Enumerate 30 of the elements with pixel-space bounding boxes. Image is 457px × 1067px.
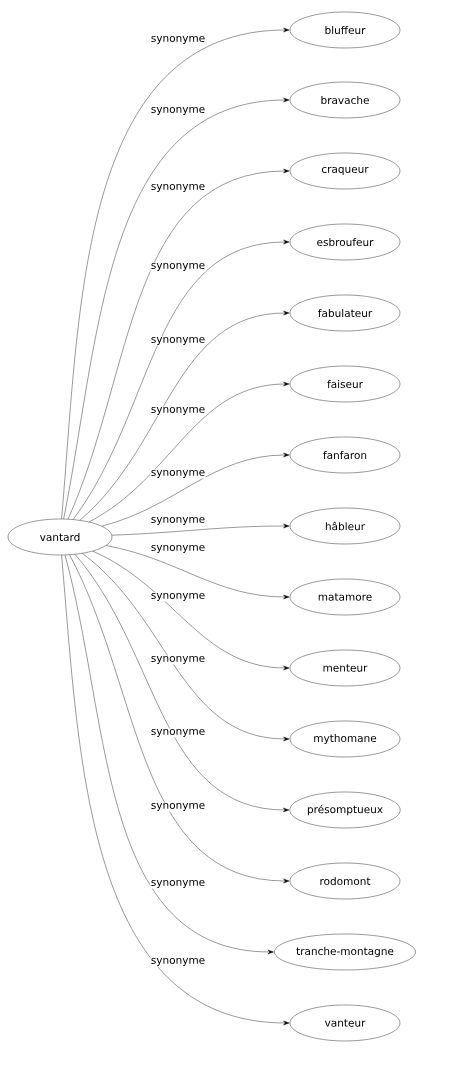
arrow	[61, 27, 290, 519]
arrow	[111, 523, 290, 536]
arrow	[63, 97, 290, 520]
edge-label: synonyme	[150, 728, 206, 738]
edge-label: synonyme	[150, 406, 206, 416]
edge-label: synonyme	[150, 183, 206, 193]
edge-label: synonyme	[150, 516, 206, 526]
edge-label: synonyme	[150, 544, 206, 554]
edge-label: synonyme	[150, 35, 206, 45]
edge-label: synonyme	[150, 336, 206, 346]
edge-label: synonyme	[150, 957, 206, 967]
edge-label: synonyme	[150, 262, 206, 272]
arrow	[73, 239, 290, 520]
arrow	[61, 554, 290, 1026]
arrow	[69, 554, 290, 884]
arrow	[82, 553, 290, 742]
arrow	[88, 381, 290, 523]
arrow	[92, 550, 290, 671]
arrow	[64, 554, 274, 955]
arrow	[101, 452, 290, 527]
edge-label: synonyme	[150, 802, 206, 812]
edge-label: synonyme	[150, 106, 206, 116]
arrow	[74, 554, 290, 813]
edge-label: synonyme	[150, 469, 206, 479]
arrow	[105, 545, 290, 600]
arrow	[67, 168, 290, 520]
edge-label: synonyme	[150, 879, 206, 889]
edge-label: synonyme	[150, 655, 206, 665]
arrow	[79, 310, 290, 521]
edge-label: synonyme	[150, 592, 206, 602]
